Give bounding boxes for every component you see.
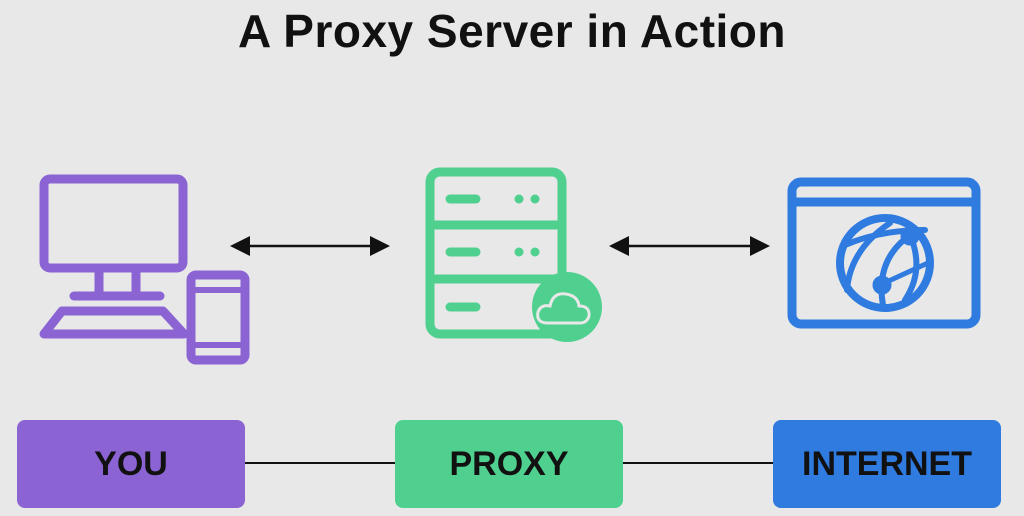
computer-and-phone-icon [39, 174, 250, 365]
proxy-box: PROXY [395, 420, 623, 508]
server-cloud-icon [425, 167, 602, 342]
you-box: YOU [17, 420, 245, 508]
internet-label: INTERNET [802, 444, 972, 483]
internet-box: INTERNET [773, 420, 1001, 508]
proxy-label: PROXY [449, 444, 569, 483]
you-label: YOU [94, 444, 168, 483]
diagram-title: A Proxy Server in Action [238, 5, 786, 57]
browser-globe-icon [787, 177, 981, 329]
